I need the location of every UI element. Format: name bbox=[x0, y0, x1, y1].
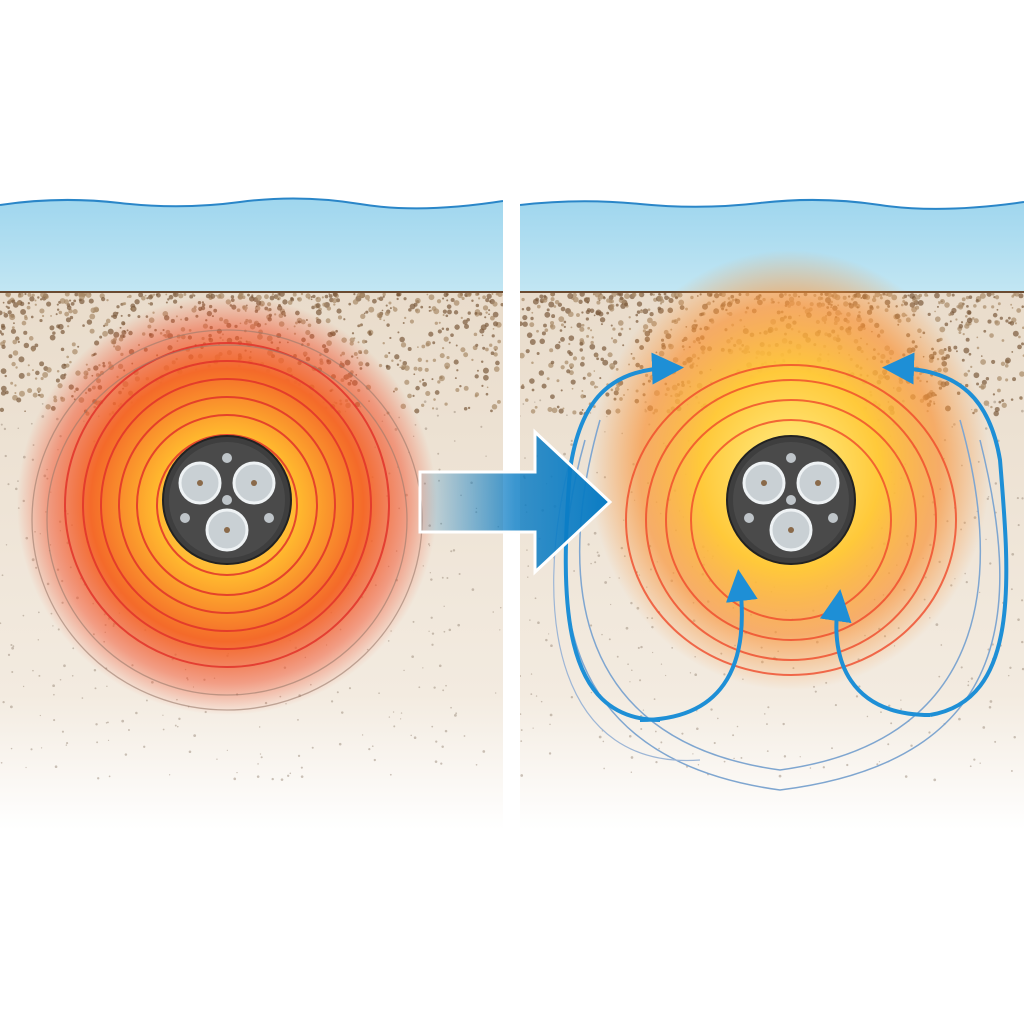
isotherm-ring bbox=[100, 378, 354, 632]
isotherm-ring bbox=[645, 379, 937, 661]
panel-before bbox=[0, 197, 503, 830]
isotherm-ring bbox=[625, 364, 957, 676]
isotherm-ring bbox=[690, 419, 892, 621]
flow-arrow-icon bbox=[639, 569, 758, 722]
isotherm-ring bbox=[64, 342, 390, 668]
transition-arrow-icon bbox=[418, 428, 613, 576]
isotherm-rings bbox=[625, 364, 957, 676]
isotherm-ring bbox=[118, 396, 336, 614]
flow-arrow-icon bbox=[819, 589, 931, 717]
isotherm-rings bbox=[31, 329, 423, 711]
water-layer bbox=[520, 199, 1024, 292]
water-layer bbox=[0, 198, 503, 292]
isotherm-ring bbox=[136, 414, 318, 596]
cable-cross-section-icon bbox=[162, 435, 292, 565]
isotherm-ring bbox=[82, 360, 372, 650]
flow-arrow-icon bbox=[882, 352, 1009, 717]
isotherm-ring bbox=[46, 344, 408, 696]
isotherm-ring bbox=[665, 399, 917, 641]
cable-cross-section-icon bbox=[726, 435, 856, 565]
